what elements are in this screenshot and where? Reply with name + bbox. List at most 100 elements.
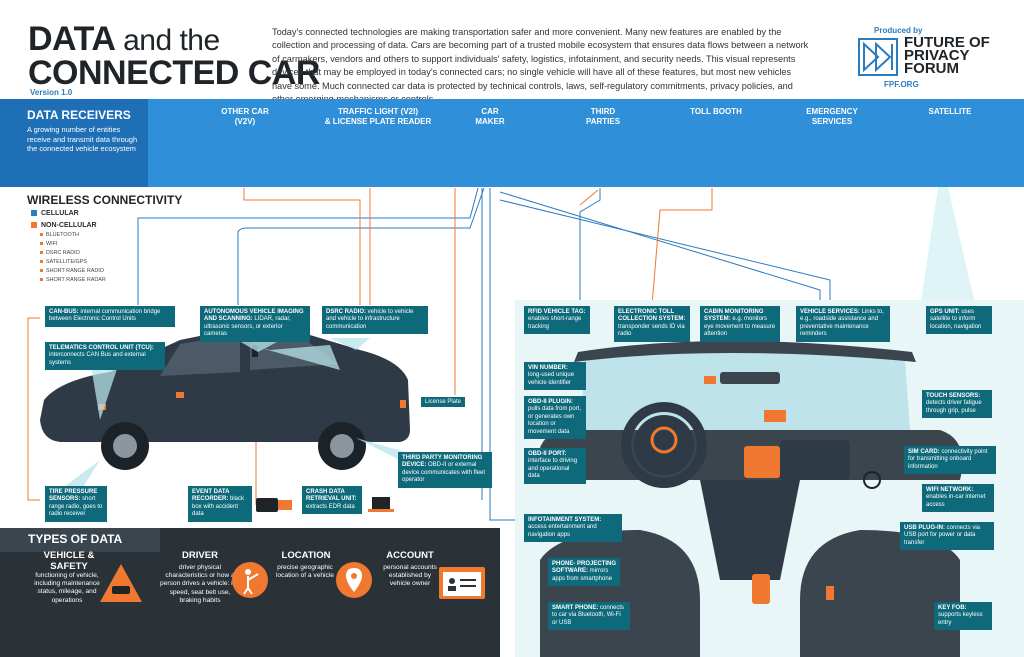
title-data-word: DATA [28, 20, 115, 58]
fpf-url: FPF.ORG [884, 80, 919, 89]
callout-autonomous: AUTONOMOUS VEHICLE IMAGING AND SCANNING:… [200, 306, 310, 342]
callout-key-fob: KEY FOB: supports keyless entry [934, 602, 992, 631]
callout-text: vehicle to vehicle and vehicle to infras… [326, 309, 414, 330]
types-title: TYPES OF DATA [28, 532, 123, 546]
type-vehicle-desc: functioning of vehicle, including mainte… [34, 572, 100, 604]
callout-tcu: TELEMATICS CONTROL UNIT (TCU): interconn… [45, 342, 165, 371]
receiver-traffic-light: TRAFFIC LIGHT (V2I) & LICENSE PLATE READ… [322, 107, 434, 127]
callout-text: access entertainment and navigation apps [528, 524, 597, 538]
title-line-1: DATA and the [28, 22, 220, 58]
account-profile-icon [439, 567, 485, 599]
non-cellular-lines [27, 188, 713, 505]
callout-text: mirrors apps from smartphone [552, 568, 613, 582]
legend-non-cellular: NON-CELLULAR [31, 222, 97, 229]
callout-tire-pressure: TIRE PRESSURE SENSORS: short range radio… [45, 486, 107, 522]
callout-text: uses satellite to inform location, navig… [930, 309, 982, 330]
callout-title: INFOTAINMENT SYSTEM: [528, 517, 602, 523]
receivers-description: A growing number of entities receive and… [27, 125, 138, 154]
receiver-label: EMERGENCY [806, 107, 858, 116]
callout-text: pulls data from port, or generates own l… [528, 406, 582, 435]
callout-gps: GPS UNIT: uses satellite to inform locat… [926, 306, 992, 335]
legend-sub-item: SATELLITE/GPS [40, 259, 87, 265]
callout-text: LIDAR, radar, ultrasonic sensors, or ext… [204, 316, 291, 338]
legend-sub-item: SHORT RANGE RADAR [40, 277, 106, 283]
callout-text: detects driver fatigue through grip, pul… [926, 400, 982, 414]
callout-title: WIFI NETWORK: [926, 487, 974, 493]
legend-cellular-label: CELLULAR [41, 210, 79, 217]
receiver-label: SERVICES [811, 117, 853, 126]
callout-text: supports keyless entry [938, 612, 983, 626]
legend-non-cellular-label: NON-CELLULAR [41, 222, 97, 229]
title-connected-car: CONNECTED CAR [28, 54, 320, 92]
callout-text: long-used unique vehicle identifier [528, 372, 575, 386]
legend-sub-item: SHORT RANGE RADIO [40, 268, 104, 274]
receiver-label: TRAFFIC LIGHT (V2I) [338, 107, 418, 116]
callout-title: SMART PHONE: [552, 605, 599, 611]
callout-title: OBD-II PORT: [528, 451, 567, 457]
receiver-label: SATELLITE [928, 107, 972, 116]
location-pin-icon [336, 562, 372, 598]
callout-text: connectivity point for transmitting onbo… [908, 449, 988, 470]
receiver-label: & LICENSE PLATE READER [324, 117, 432, 126]
callout-cabin-monitoring: CABIN MONITORING SYSTEM: e.g. monitors e… [700, 306, 780, 342]
callout-touch-sensors: TOUCH SENSORS: detects driver fatigue th… [922, 390, 992, 419]
receiver-label: (V2V) [234, 117, 256, 126]
type-account-head: ACCOUNT [386, 550, 434, 561]
callout-title: KEY FOB: [938, 605, 967, 611]
callout-title: OBD-II PLUGIN: [528, 399, 573, 405]
callout-title: CRASH DATA RETRIEVAL UNIT: [306, 489, 357, 503]
legend-sub-item: DSRC RADIO [40, 250, 80, 256]
callout-text: short range radio, goes to radio receive… [49, 496, 103, 518]
org-line-1: FUTURE OF [904, 34, 990, 51]
callout-text: transponder sends ID via radio [618, 323, 685, 338]
org-line-3: FORUM [904, 60, 959, 77]
receiver-satellite: SATELLITE [910, 107, 990, 117]
callout-title: PHONE- PROJECTING SOFTWARE: [552, 561, 617, 575]
callout-obd-port: OBD-II PORT: interface to driving and op… [524, 448, 586, 484]
org-line-2: PRIVACY [904, 47, 970, 64]
type-location-desc: precise geographic location of a vehicle [276, 564, 334, 580]
callout-rfid: RFID VEHICLE TAG: enables short-range tr… [524, 306, 590, 335]
callout-sim-card: SIM CARD: connectivity point for transmi… [904, 446, 996, 475]
callout-toll-system: ELECTRONIC TOLL COLLECTION SYSTEM: trans… [614, 306, 690, 342]
callout-title: CAN-BUS: [49, 309, 79, 315]
callout-title: ELECTRONIC TOLL COLLECTION SYSTEM: [618, 309, 686, 323]
callout-edr: EVENT DATA RECORDER: black box with acci… [188, 486, 252, 522]
edr-devices [256, 497, 394, 512]
callout-text: e.g. monitors eye movement to measure at… [704, 316, 776, 338]
callout-crash: CRASH DATA RETRIEVAL UNIT: extracts EDR … [302, 486, 362, 515]
receiver-label: PARTIES [585, 117, 621, 126]
callout-text: black box with accident data [192, 496, 245, 518]
callout-usb: USB PLUG-IN: connects via USB port for p… [900, 522, 994, 551]
callout-title: CABIN MONITORING SYSTEM: [704, 309, 764, 323]
callout-text: extracts EDR data [306, 503, 355, 510]
receiver-label: THIRD [590, 107, 616, 116]
receiver-toll-booth: TOLL BOOTH [676, 107, 756, 117]
callout-title: TIRE PRESSURE SENSORS: [49, 489, 98, 503]
interior-illustration [515, 300, 1024, 657]
receiver-car-maker: CAR MAKER [455, 107, 525, 127]
callout-can-bus: CAN-BUS: internal communication bridge b… [45, 306, 175, 327]
satellite-beam [920, 187, 976, 308]
callout-text: interface to driving and operational dat… [528, 458, 578, 480]
legend-sub-item: WIFI [40, 241, 57, 247]
callout-text: connects via USB port for power or data … [904, 525, 981, 546]
produced-by-label: Produced by [874, 26, 923, 35]
callout-title: EVENT DATA RECORDER: [192, 489, 230, 503]
callout-title: AUTONOMOUS VEHICLE IMAGING AND SCANNING: [204, 309, 304, 323]
callout-text: Links to, e.g., roadside assistance and … [800, 309, 884, 338]
callout-title: THIRD PARTY MONITORING DEVICE: [402, 455, 483, 469]
receiver-label: TOLL BOOTH [690, 107, 742, 116]
callout-dsrc: DSRC RADIO: vehicle to vehicle and vehic… [322, 306, 428, 335]
callout-vehicle-services: VEHICLE SERVICES: Links to, e.g., roadsi… [796, 306, 890, 342]
callout-phone-projecting: PHONE- PROJECTING SOFTWARE: mirrors apps… [548, 558, 620, 587]
callout-text: enables short-range tracking [528, 316, 582, 330]
receiver-label: OTHER CAR [221, 107, 269, 116]
callout-title: VIN NUMBER: [528, 365, 568, 371]
callout-smart-phone: SMART PHONE: connects to car via Bluetoo… [548, 602, 630, 631]
callout-title: GPS UNIT: [930, 309, 960, 315]
receiver-third-parties: THIRD PARTIES [568, 107, 638, 127]
receivers-band [0, 99, 1024, 187]
callout-text: internal communication bridge between El… [49, 309, 161, 323]
